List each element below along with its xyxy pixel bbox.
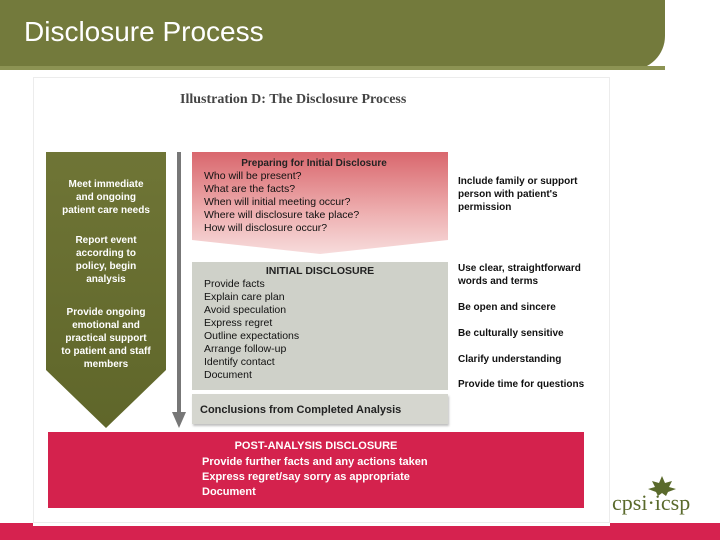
initial-disclosure-title: INITIAL DISCLOSURE	[265, 265, 375, 277]
list-item: When will initial meeting occur?	[204, 196, 351, 208]
right-note-5: Clarify understanding	[458, 353, 561, 366]
right-note-4: Be culturally sensitive	[458, 327, 564, 340]
left-arrow-shape	[46, 152, 166, 428]
post-analysis-item: Provide further facts and any actions ta…	[202, 456, 428, 468]
text-line: Provide ongoing	[66, 307, 146, 318]
initial-disclosure-list: Provide facts Explain care plan Avoid sp…	[204, 278, 299, 382]
text-line: permission	[458, 202, 512, 213]
conclusions-label: Conclusions from Completed Analysis	[200, 404, 402, 416]
center-arrow-head	[172, 412, 186, 428]
preparing-title: Preparing for Initial Disclosure	[241, 158, 387, 169]
text-line: Include family or support	[458, 176, 578, 187]
left-arrow-text-1: Meet immediate and ongoing patient care …	[48, 178, 164, 217]
header-bar	[0, 0, 665, 70]
bottom-strip	[0, 523, 720, 540]
post-analysis-item: Document	[202, 486, 256, 498]
text-line: words and terms	[458, 276, 539, 287]
list-item: Outline expectations	[204, 330, 300, 342]
list-item: Identify contact	[204, 356, 275, 368]
list-item: Arrange follow-up	[204, 343, 287, 355]
illustration-title: Illustration D: The Disclosure Process	[180, 92, 407, 107]
preparing-box-shape	[192, 152, 448, 254]
list-item: How will disclosure occur?	[204, 222, 328, 234]
text-line: person with patient's	[458, 189, 558, 200]
list-item: Who will be present?	[204, 170, 302, 182]
list-item: Express regret	[204, 317, 273, 329]
conclusions-box	[192, 394, 448, 424]
disclosure-illustration: Illustration D: The Disclosure Process M…	[33, 77, 610, 523]
slide-title: Disclosure Process	[24, 16, 264, 47]
initial-disclosure-box	[192, 262, 448, 390]
text-line: to patient and staff	[61, 346, 151, 357]
list-item: Explain care plan	[204, 291, 285, 303]
preparing-list: Who will be present? What are the facts?…	[204, 170, 359, 235]
center-arrow-line	[177, 152, 181, 414]
bottom-strip-gap	[33, 523, 610, 526]
text-line: Report event	[75, 235, 137, 246]
list-item: What are the facts?	[204, 183, 296, 195]
left-arrow-text-3: Provide ongoing emotional and practical …	[48, 306, 164, 371]
list-item: Where will disclosure take place?	[204, 209, 360, 221]
left-arrow-text-2: Report event according to policy, begin …	[48, 234, 164, 286]
post-analysis-box	[48, 432, 584, 508]
cpsi-logo: cpsi·icsp	[612, 474, 714, 518]
text-line: analysis	[86, 274, 126, 285]
header-stripe	[0, 66, 665, 70]
post-analysis-item: Express regret/say sorry as appropriate	[202, 471, 410, 483]
list-item: Avoid speculation	[204, 304, 287, 316]
diagram-shapes	[46, 152, 448, 428]
text-line: Provide time for questions	[458, 379, 585, 390]
text-line: according to	[75, 248, 136, 259]
text-line: practical support	[65, 333, 147, 344]
list-item: Provide facts	[204, 278, 265, 290]
post-analysis-title: POST-ANALYSIS DISCLOSURE	[234, 440, 398, 452]
right-note-6: Provide time for questions	[458, 378, 584, 391]
text-line: patient care needs	[62, 205, 150, 216]
right-note-3: Be open and sincere	[458, 301, 556, 314]
text-line: policy, begin	[75, 261, 137, 272]
text-line: Meet immediate	[68, 179, 144, 190]
text-line: Be open and sincere	[458, 302, 556, 313]
right-note-2: Use clear, straightforward words and ter…	[458, 262, 581, 288]
list-item: Document	[204, 369, 252, 381]
right-note-1: Include family or support person with pa…	[458, 175, 577, 214]
text-line: Use clear, straightforward	[458, 263, 581, 274]
text-line: members	[83, 359, 129, 370]
text-line: Clarify understanding	[458, 354, 562, 365]
text-line: emotional and	[72, 320, 140, 331]
text-line: and ongoing	[76, 192, 136, 203]
maple-leaf-icon	[648, 476, 676, 496]
logo-text: cpsi·icsp	[612, 490, 691, 515]
text-line: Be culturally sensitive	[458, 328, 564, 339]
